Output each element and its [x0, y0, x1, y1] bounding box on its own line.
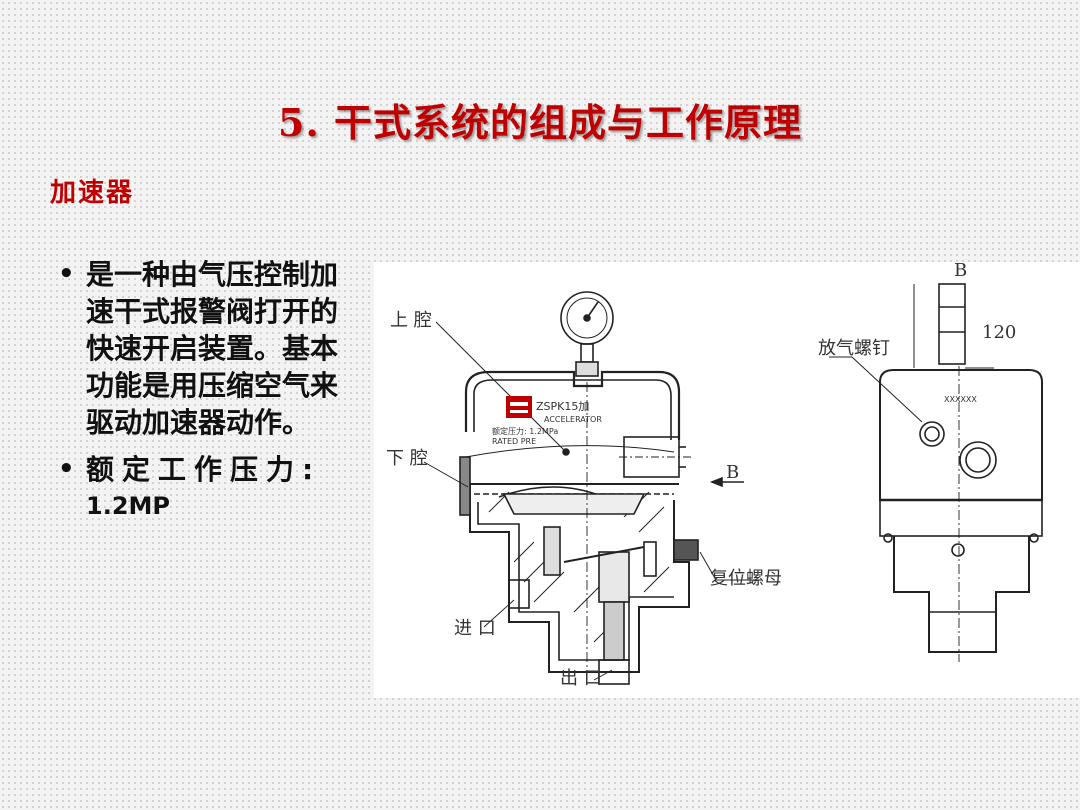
top-mark-b: B [954, 262, 967, 281]
plate-rated: RATED PRE [492, 437, 536, 446]
bullet-list: • 是一种由气压控制加速干式报警阀打开的快速开启装置。基本功能是用压缩空气来驱动… [56, 256, 366, 525]
plate-model: ZSPK15加 [536, 400, 589, 413]
label-vent-screw: 放气螺钉 [818, 338, 890, 359]
bullet-item-description: • 是一种由气压控制加速干式报警阀打开的快速开启装置。基本功能是用压缩空气来驱动… [56, 256, 338, 441]
section-mark-b: B [726, 462, 739, 483]
section-subtitle: 加速器 [50, 178, 135, 208]
bullet-description-text: 是一种由气压控制加速干式报警阀打开的快速开启装置。基本功能是用压缩空气来驱动加速… [86, 258, 339, 439]
rated-pressure-label: 额定工作压力: [86, 453, 322, 486]
accelerator-drawing-svg: 上 腔 下 腔 复位螺母 进 口 出 口 B ZSPK15加 ACCELERAT… [386, 262, 1043, 689]
label-upper-chamber: 上 腔 [390, 310, 432, 331]
accelerator-drawing: 上 腔 下 腔 复位螺母 进 口 出 口 B ZSPK15加 ACCELERAT… [374, 262, 1080, 698]
plate-pressure: 额定压力: 1.2MPa [492, 426, 558, 436]
plate-english-name: ACCELERATOR [544, 415, 602, 424]
bullet-dot-icon: • [58, 259, 75, 289]
label-inlet: 进 口 [454, 618, 496, 639]
manufacturer-logo [506, 396, 532, 418]
bullet-item-pressure: • 额定工作压力: 1.2MP [56, 451, 366, 525]
label-outlet: 出 口 [560, 668, 602, 689]
dimension-120: 120 [982, 322, 1016, 343]
slide-title: 5. 干式系统的组成与工作原理 [278, 100, 802, 145]
bullet-dot-icon: • [58, 454, 83, 484]
label-reset-nut: 复位螺母 [710, 568, 782, 589]
rated-pressure-value: 1.2MP [86, 492, 170, 520]
body-stamp: XXXXXX [944, 395, 977, 404]
label-lower-chamber: 下 腔 [386, 448, 428, 469]
